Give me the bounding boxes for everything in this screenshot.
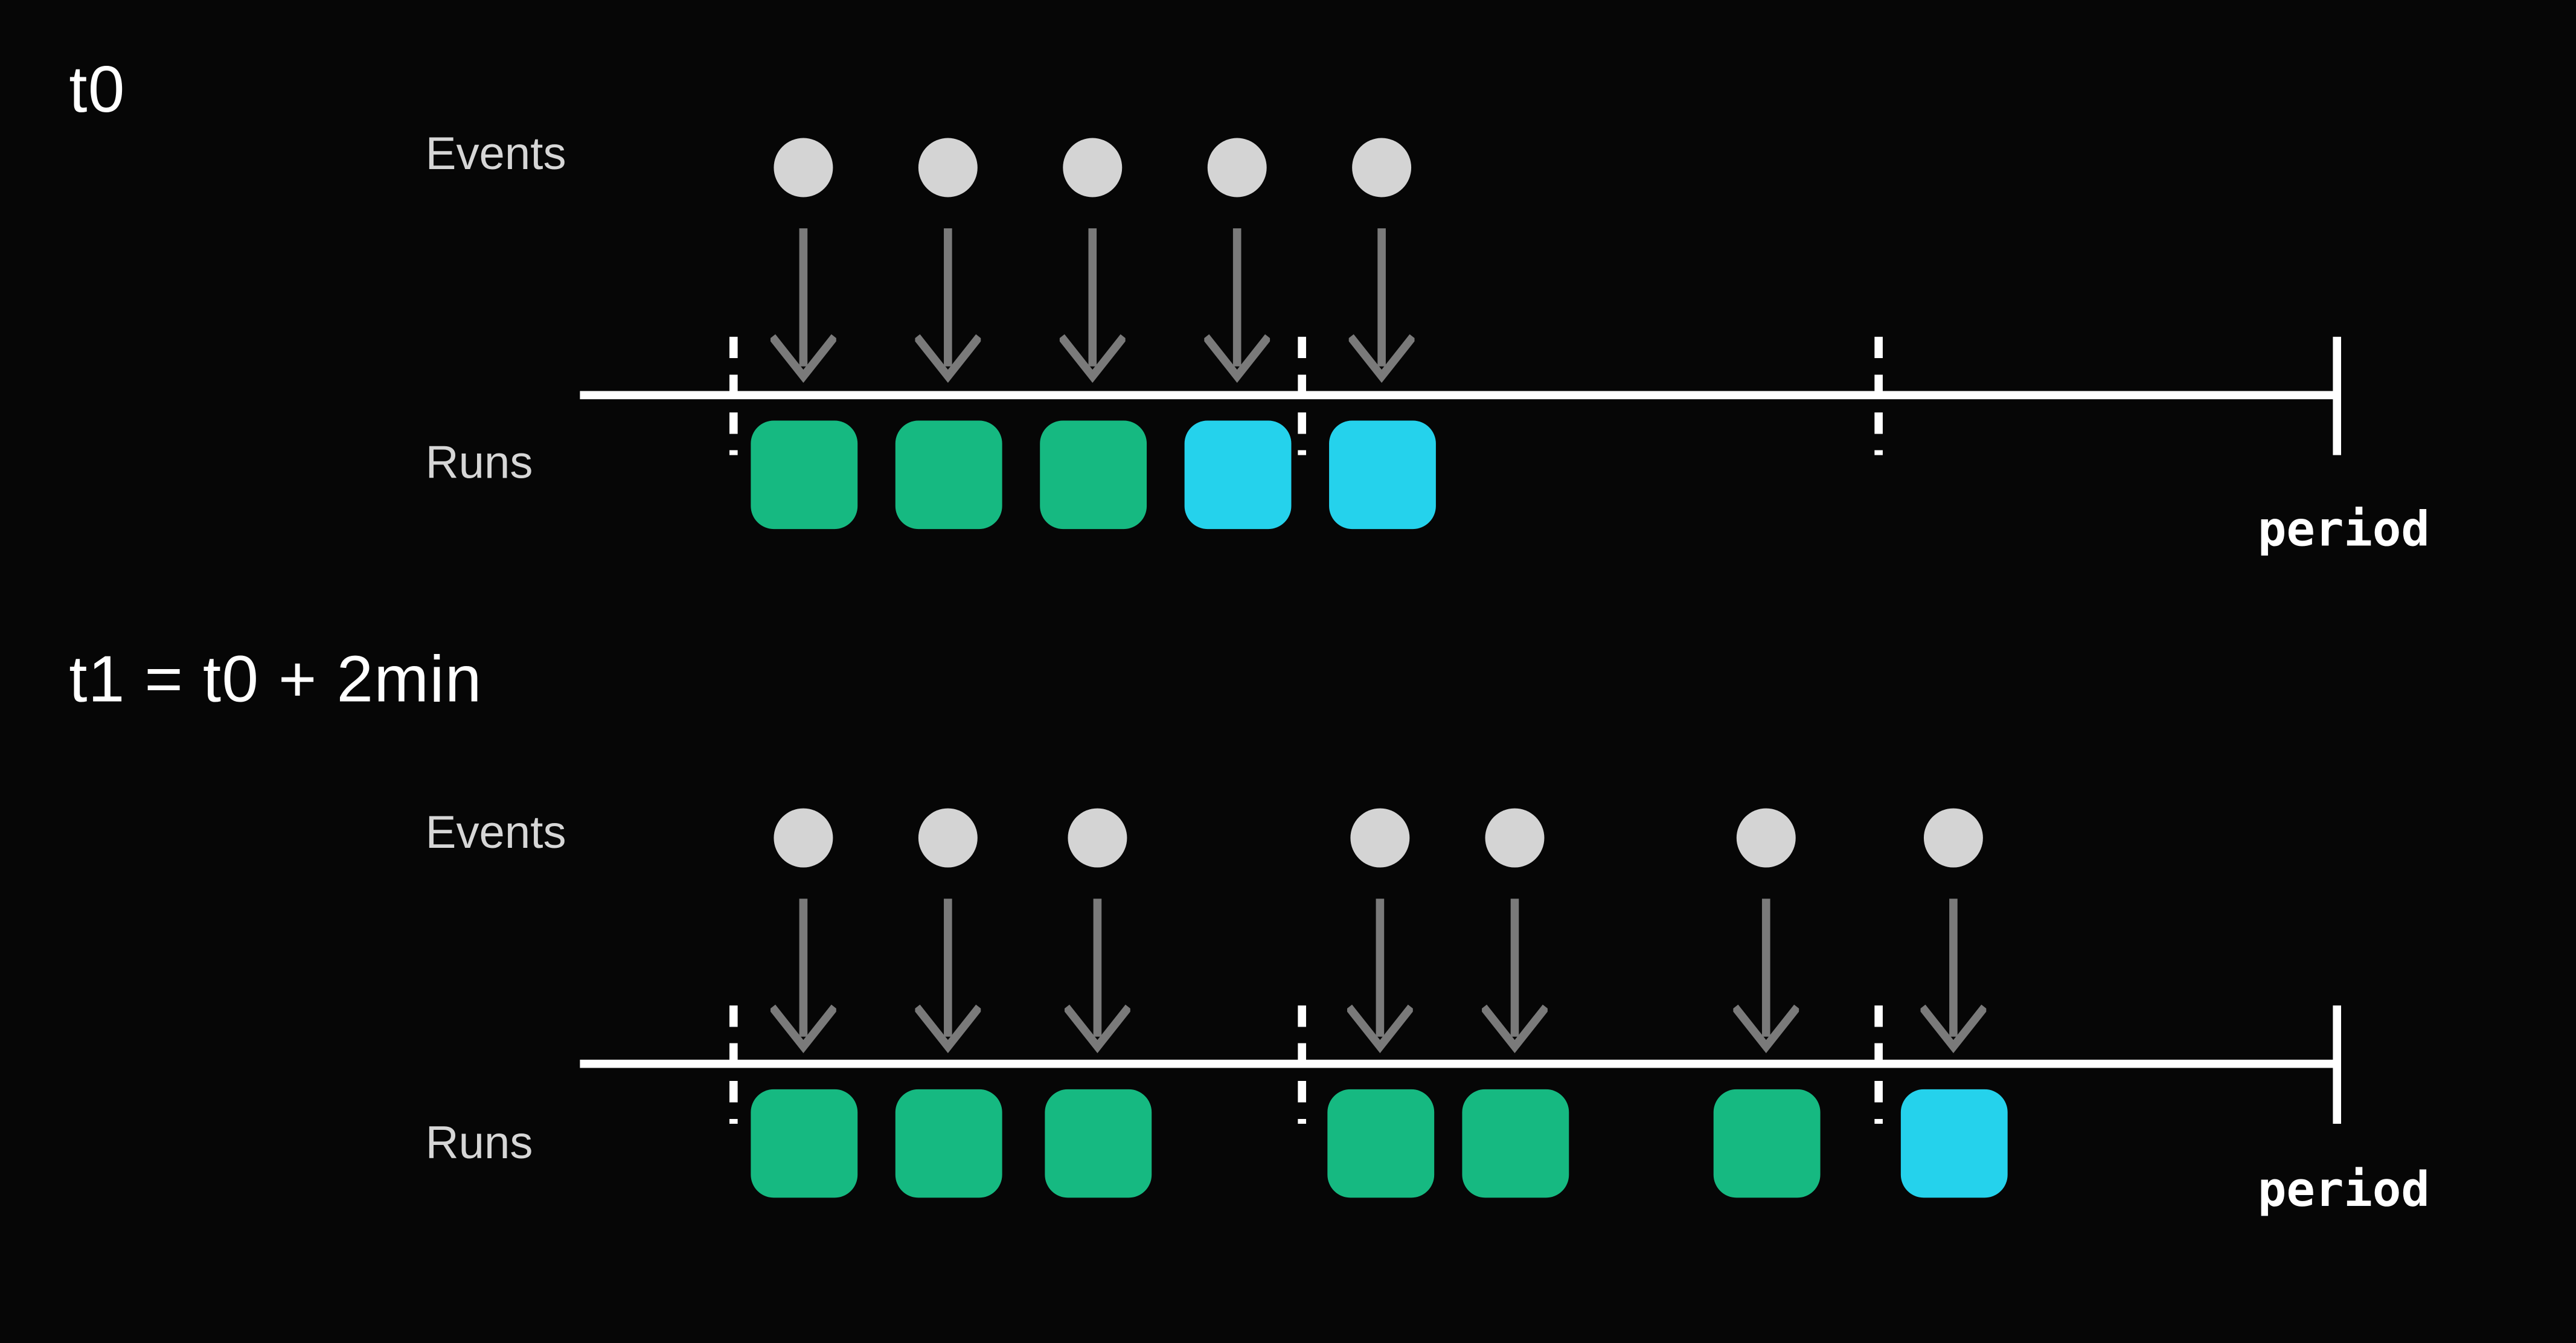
down-arrow-icon bbox=[1204, 228, 1270, 383]
events-row-label: Events bbox=[425, 806, 566, 858]
down-arrow-icon bbox=[915, 228, 981, 383]
period-label: period bbox=[2257, 1161, 2430, 1218]
diagram-title: t0 bbox=[69, 54, 126, 127]
run-block-green bbox=[1713, 1089, 1820, 1198]
event-dot bbox=[1352, 138, 1412, 197]
run-block-green bbox=[1326, 1089, 1434, 1198]
run-block-cyan bbox=[1900, 1089, 2007, 1198]
down-arrow-icon bbox=[771, 228, 836, 383]
run-block-green bbox=[1044, 1089, 1151, 1198]
run-block-green bbox=[749, 420, 857, 530]
down-arrow-icon bbox=[1347, 899, 1413, 1053]
run-block-cyan bbox=[1328, 420, 1435, 530]
event-dot bbox=[774, 808, 833, 868]
event-dot bbox=[1923, 808, 1983, 868]
period-label: period bbox=[2257, 501, 2430, 557]
run-block-green bbox=[1461, 1089, 1568, 1198]
period-boundary-tick bbox=[1873, 1005, 1882, 1124]
event-dot bbox=[918, 808, 978, 868]
runs-row-label: Runs bbox=[425, 437, 533, 489]
period-boundary-tick bbox=[728, 1005, 737, 1124]
down-arrow-icon bbox=[1920, 899, 1987, 1053]
runs-row-label: Runs bbox=[425, 1117, 533, 1168]
period-boundary-tick bbox=[1296, 336, 1306, 455]
period-boundary-tick bbox=[728, 336, 737, 455]
period-boundary-tick bbox=[1296, 1005, 1306, 1124]
run-block-green bbox=[749, 1089, 857, 1198]
run-block-green bbox=[894, 1089, 1002, 1198]
down-arrow-icon bbox=[1482, 899, 1548, 1053]
events-row-label: Events bbox=[425, 128, 566, 179]
down-arrow-icon bbox=[1059, 228, 1126, 383]
timeline-axis bbox=[580, 1059, 2338, 1068]
event-dot bbox=[1068, 808, 1127, 868]
down-arrow-icon bbox=[1065, 899, 1130, 1053]
event-dot bbox=[1207, 138, 1267, 197]
diagram-title: t1 = t0 + 2min bbox=[69, 644, 482, 717]
down-arrow-icon bbox=[915, 899, 981, 1053]
event-dot bbox=[1736, 808, 1796, 868]
timeline-axis bbox=[580, 391, 2338, 400]
run-block-green bbox=[894, 420, 1002, 530]
down-arrow-icon bbox=[1348, 228, 1415, 383]
down-arrow-icon bbox=[771, 899, 836, 1053]
run-block-green bbox=[1039, 420, 1146, 530]
run-block-cyan bbox=[1184, 420, 1291, 530]
period-boundary-tick bbox=[1873, 336, 1882, 455]
event-dot bbox=[918, 138, 978, 197]
event-dot bbox=[1485, 808, 1545, 868]
timeline-end-cap bbox=[2333, 1005, 2341, 1124]
event-dot bbox=[1350, 808, 1410, 868]
event-dot bbox=[1063, 138, 1123, 197]
timeline-end-cap bbox=[2333, 336, 2341, 455]
down-arrow-icon bbox=[1733, 899, 1799, 1053]
event-dot bbox=[774, 138, 833, 197]
